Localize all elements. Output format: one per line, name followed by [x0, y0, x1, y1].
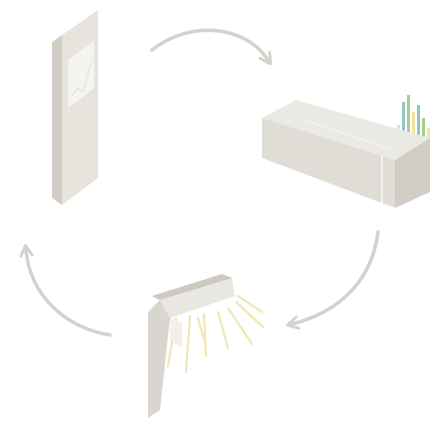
arrow-panel-to-module: [150, 28, 268, 60]
tall-panel-with-screen-icon: [52, 10, 98, 205]
rectangular-module-with-bar-graph-icon: [262, 95, 430, 208]
angled-light-fixture-emitting-rays-icon: [148, 274, 266, 418]
arrow-fixture-to-panel: [26, 250, 112, 337]
arrow-module-to-fixture: [292, 230, 380, 324]
panel-screen: [68, 41, 94, 108]
